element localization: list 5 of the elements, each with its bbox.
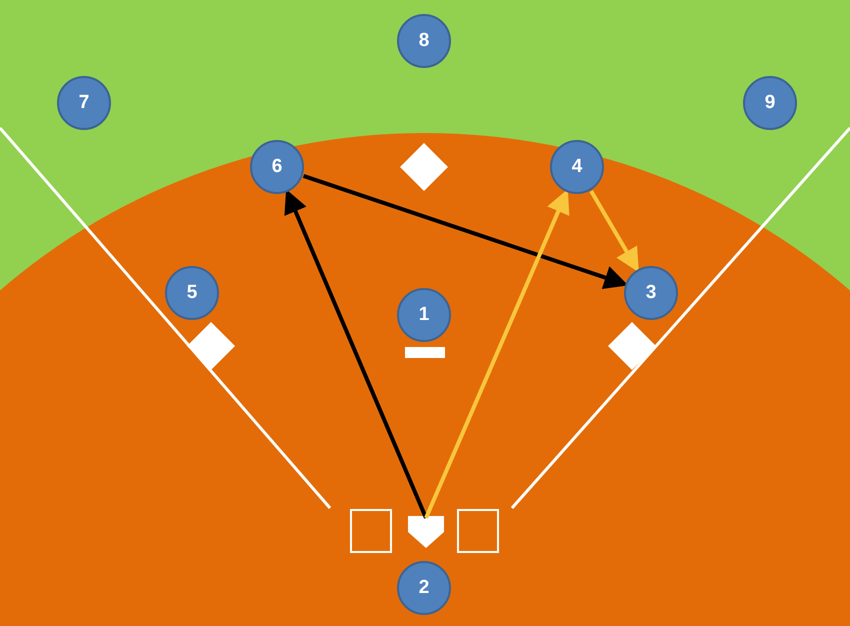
home-plate [408, 516, 444, 548]
arrow [284, 189, 428, 519]
arrow [302, 174, 628, 290]
arrow [424, 189, 570, 519]
arrow [589, 190, 639, 272]
